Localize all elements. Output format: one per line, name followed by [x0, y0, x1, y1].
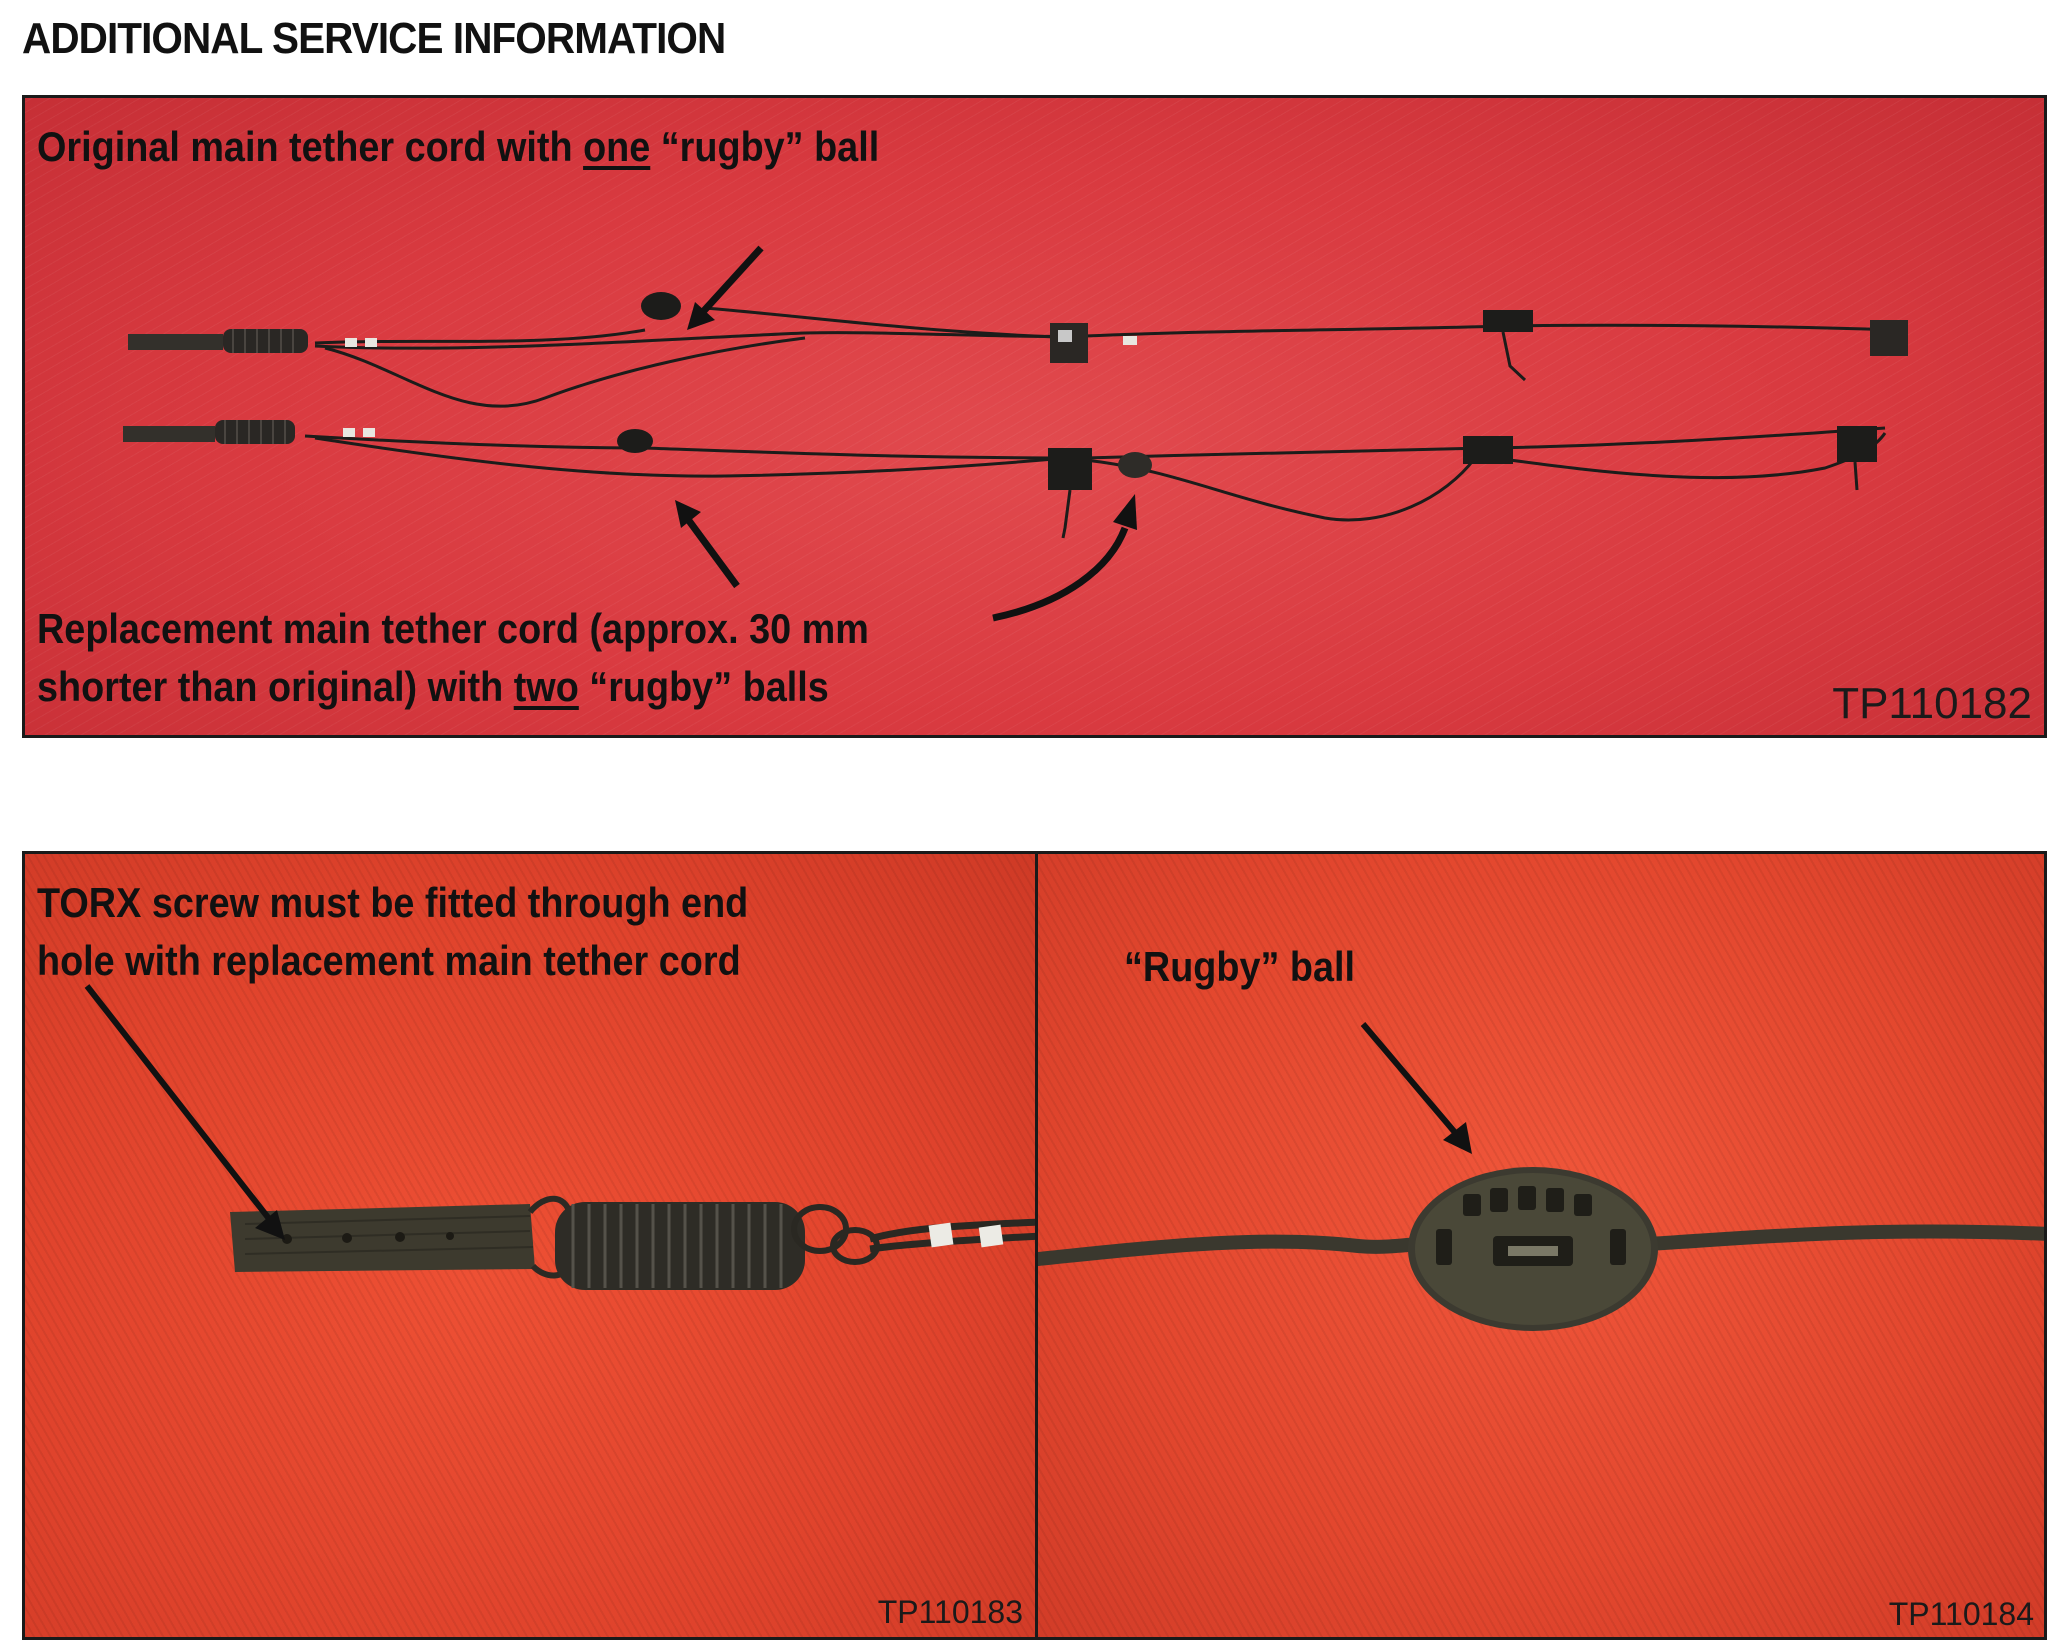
- clip-3-top: [1870, 320, 1908, 356]
- rugby-ball-replacement-1: [617, 429, 653, 453]
- figure-code-left: TP110183: [877, 1594, 1023, 1630]
- arrow-to-replacement-ball-1: [675, 500, 740, 589]
- figure-code-top: TP110182: [1832, 679, 2032, 728]
- arrow-to-rugby-ball: [1360, 1022, 1472, 1154]
- photo-panel-rugby-ball: “Rugby” ball TP110184: [1035, 851, 2047, 1640]
- spring-bottom: [215, 420, 295, 444]
- rugby-ball-replacement-2: [1118, 452, 1152, 478]
- clip-3-bottom: [1837, 426, 1877, 462]
- page-title: ADDITIONAL SERVICE INFORMATION: [22, 14, 726, 63]
- rugby-ball-illustration: [1038, 1022, 2044, 1331]
- spring: [555, 1202, 805, 1290]
- webbing-strap-top: [128, 334, 223, 350]
- clip-1-bottom: [1048, 448, 1092, 490]
- replacement-cord-label: Replacement main tether cord (approx. 30…: [37, 605, 869, 710]
- rugby-ball: [1408, 1167, 1658, 1331]
- original-tether-cord: [314, 306, 1896, 408]
- spring-top: [223, 329, 308, 353]
- figure-code-right: TP110184: [1888, 1596, 2034, 1632]
- photo-panel-tether-cords: Original main tether cord with one “rugb…: [22, 95, 2047, 738]
- rugby-ball-label: “Rugby” ball: [1124, 943, 1356, 990]
- photo-panel-torx-screw-end: TORX screw must be fitted through end ho…: [22, 851, 1038, 1640]
- arrow-to-replacement-ball-2: [992, 526, 1129, 622]
- webbing-strap: [230, 1204, 535, 1272]
- arrow-head-replacement-ball-2: [1113, 494, 1137, 530]
- clip-1-top: [1050, 323, 1088, 363]
- torx-screw-label: TORX screw must be fitted through end ho…: [37, 879, 749, 984]
- webbing-strap-bottom: [123, 426, 215, 442]
- arrow-to-end-hole: [84, 984, 285, 1240]
- webbing-end-illustration: [84, 984, 1035, 1290]
- replacement-tether-cord: [304, 426, 1887, 522]
- original-cord-label: Original main tether cord with one “rugb…: [37, 123, 880, 170]
- arrow-to-original-ball: [687, 245, 764, 330]
- clip-2-top: [1483, 310, 1533, 332]
- tether-cords-illustration: [123, 245, 1908, 622]
- clip-2-bottom: [1463, 436, 1513, 464]
- rugby-ball-original: [641, 292, 681, 320]
